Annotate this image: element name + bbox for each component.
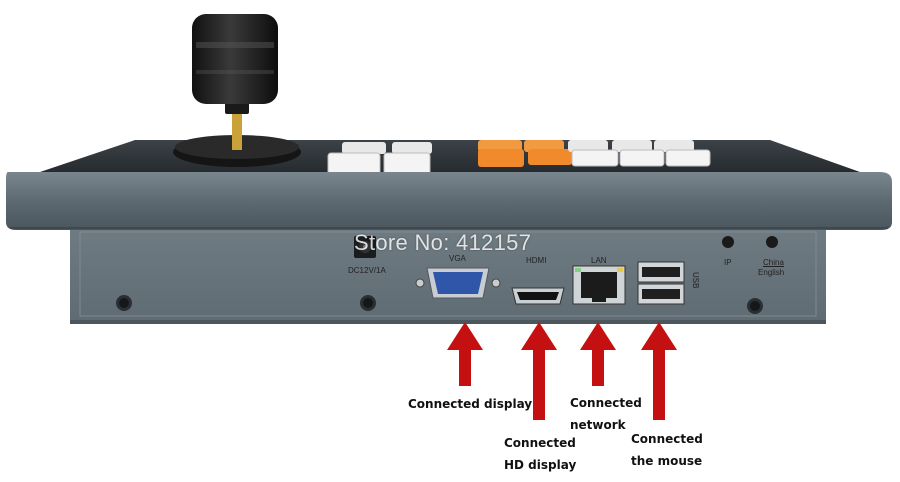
caption-network: Connected network [570, 392, 642, 436]
caption-hd-display: Connected HD display [504, 432, 576, 476]
language-switch-icon [766, 236, 778, 248]
language-top-label: China [763, 258, 784, 267]
store-watermark: Store No: 412157 [354, 230, 532, 255]
controller-front-lip [6, 172, 892, 230]
vga-port-icon [415, 267, 501, 299]
caption-network-line2: network [570, 418, 626, 432]
screw-icon [116, 295, 763, 314]
lan-label: LAN [591, 256, 607, 265]
controller-top [40, 140, 860, 172]
dc-power-jack-icon [354, 236, 376, 258]
vga-label: VGA [449, 254, 466, 263]
language-bottom-label: English [758, 268, 785, 277]
hdmi-port-icon [511, 287, 565, 305]
arrow-up-icon [447, 322, 677, 420]
lan-port-icon [572, 265, 626, 305]
caption-hd-line2: HD display [504, 458, 577, 472]
caption-hd-line1: Connected [504, 436, 576, 450]
caption-mouse: Connected the mouse [631, 428, 703, 472]
ip-label: IP [724, 258, 732, 267]
power-label: DC12V/1A [348, 266, 386, 275]
usb-ports-icon [637, 261, 685, 305]
caption-mouse-line2: the mouse [631, 454, 703, 468]
ip-button-icon [722, 236, 734, 248]
caption-network-line1: Connected [570, 396, 642, 410]
usb-label: USB [691, 272, 700, 289]
keypad [327, 140, 711, 176]
caption-mouse-line1: Connected [631, 432, 703, 446]
joystick [173, 14, 301, 167]
caption-display: Connected display [408, 397, 533, 411]
hdmi-label: HDMI [526, 256, 547, 265]
